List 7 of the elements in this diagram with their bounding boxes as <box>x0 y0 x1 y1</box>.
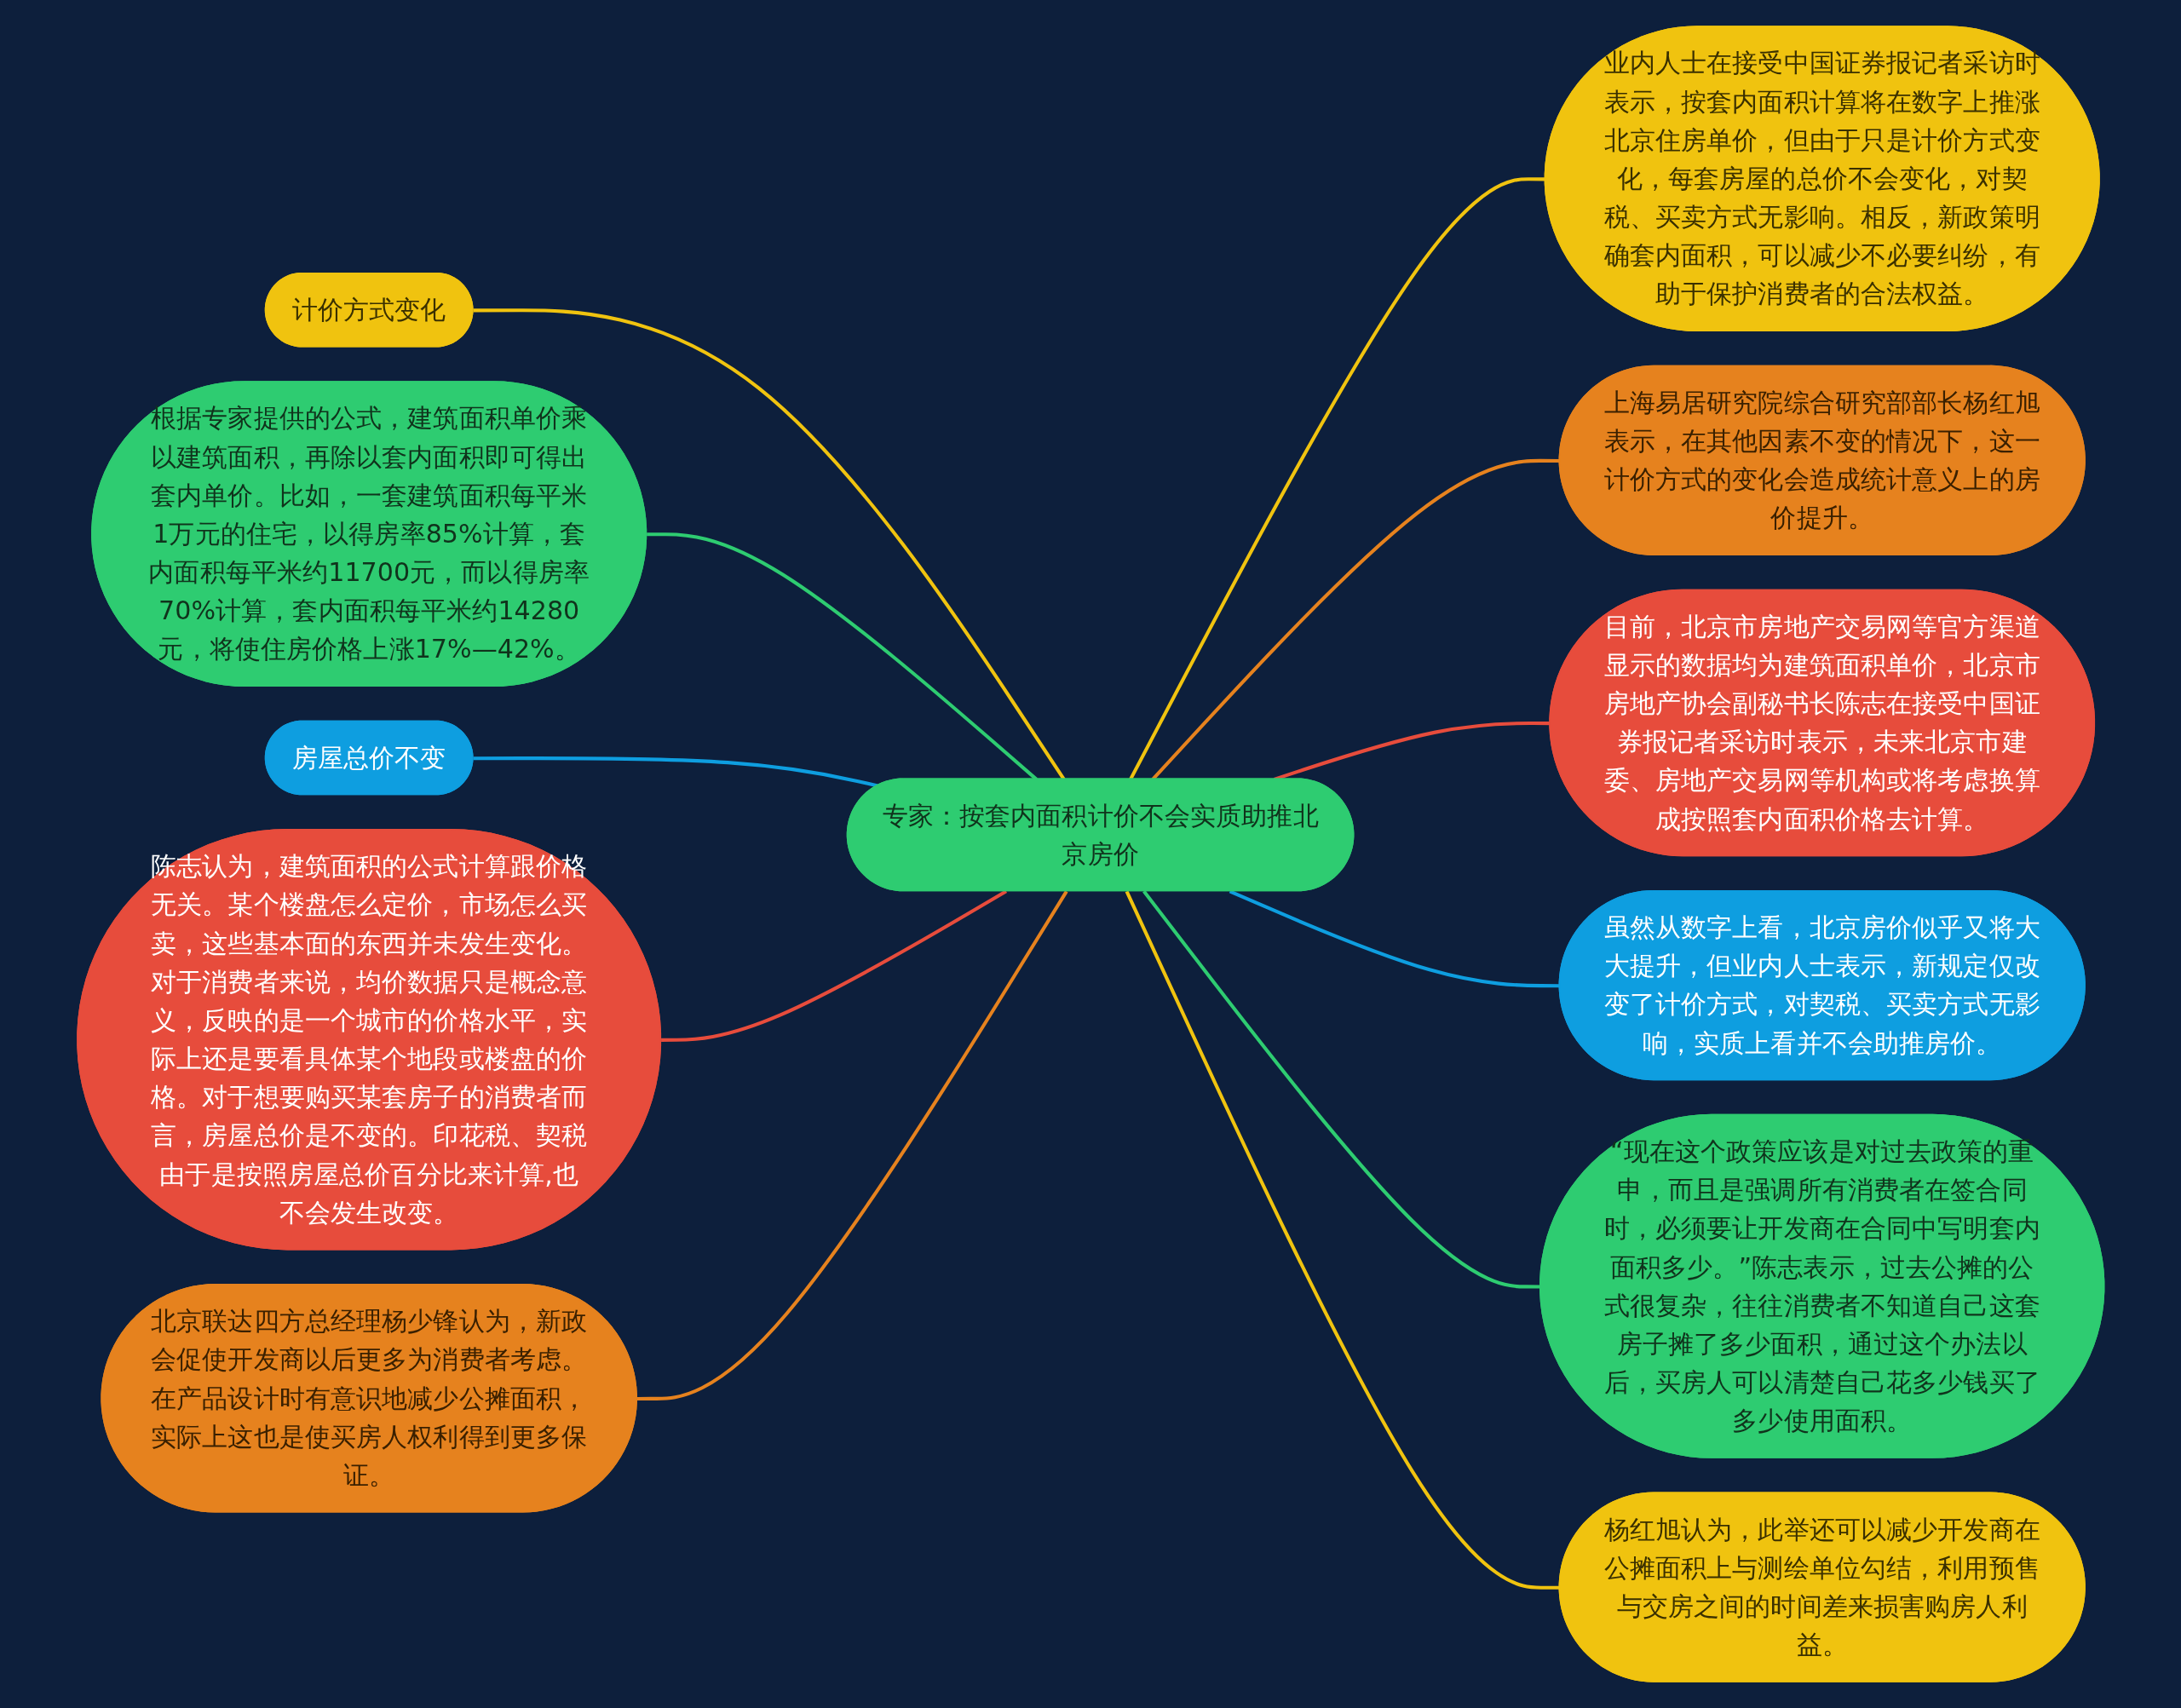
connector <box>660 889 1007 1042</box>
connector <box>1128 177 1545 780</box>
connector <box>473 308 1066 780</box>
connector <box>473 756 878 788</box>
connector <box>636 890 1068 1401</box>
connector <box>1125 890 1560 1590</box>
connector <box>1229 889 1560 988</box>
